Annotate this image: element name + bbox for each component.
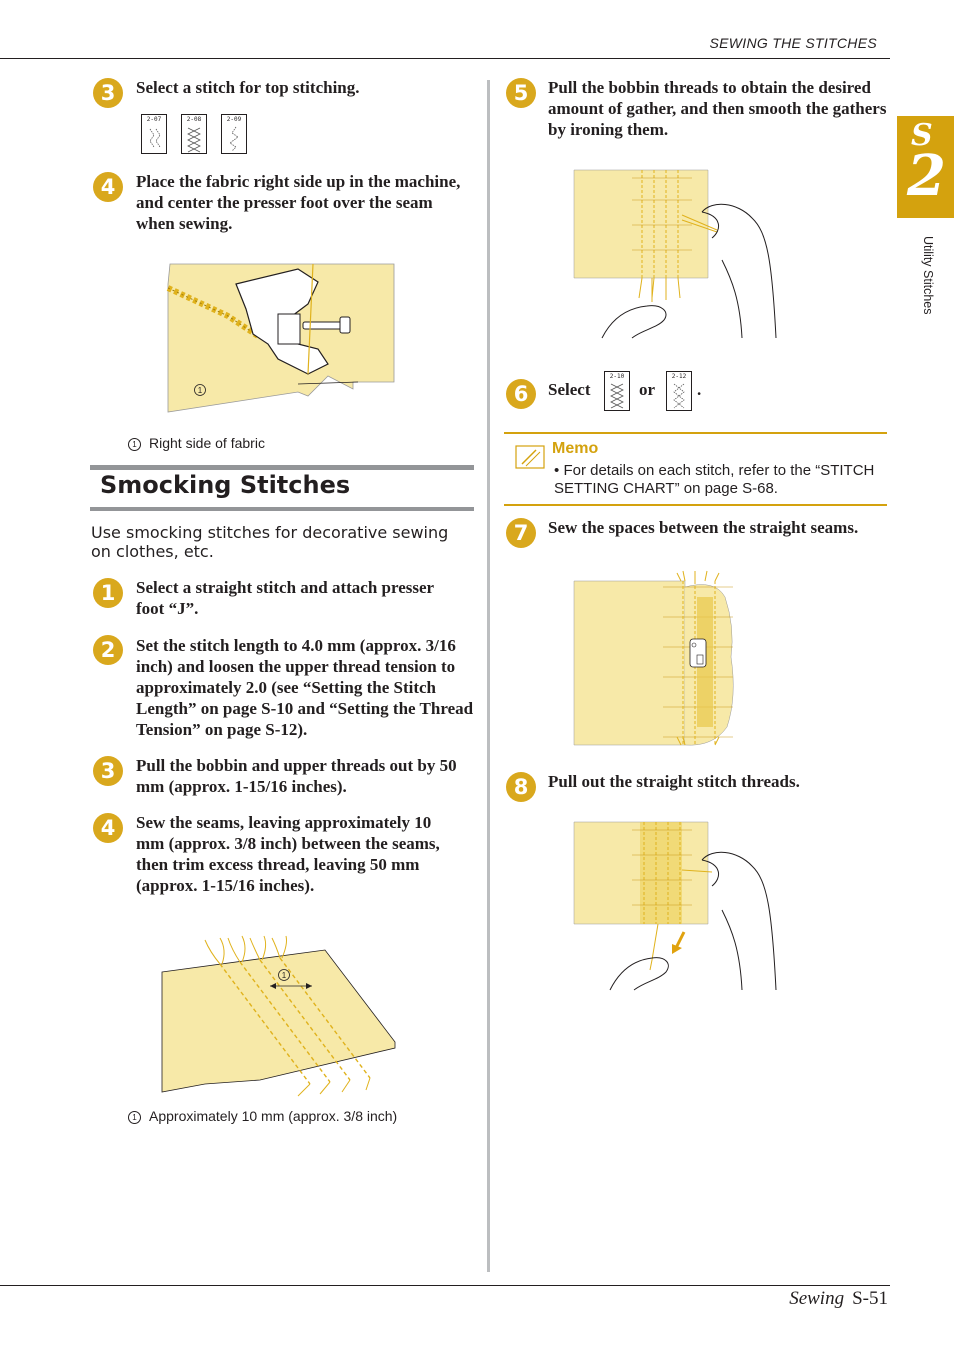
step-text: Place the fabric right side up in the ma… [136,172,461,233]
stitch-icon-2-10: 2-10 [604,371,630,411]
smocking-stitch-icon [610,383,624,409]
stitch-icon-2-09: 2-09 [221,114,247,154]
heading-bar-bottom [90,507,474,511]
figure-callout: 1 [198,386,203,395]
running-header: SEWING THE STITCHES [709,35,877,51]
select-label: Select [548,380,591,399]
step-text: Set the stitch length to 4.0 mm (approx.… [136,636,474,739]
chapter-tab: S 2 [897,116,954,218]
stitch-code: 2-08 [186,116,202,123]
honeycomb-stitch-icon [673,383,685,409]
step-text: Sew the spaces between the straight seam… [548,518,859,537]
column-divider [487,80,490,1272]
memo-icon [515,445,545,469]
section-heading: Smocking Stitches [90,465,474,511]
stitch-code: 2-10 [609,373,625,380]
figure-caption: 1 Approximately 10 mm (approx. 3/8 inch) [128,1108,397,1124]
zigzag-stitch-icon [149,128,161,148]
step-number: 1 [93,578,123,608]
memo-rule-top [504,432,887,434]
step-text: Pull the bobbin and upper threads out by… [136,756,457,796]
stitch-code: 2-07 [146,116,162,123]
or-label: or [639,380,656,399]
step-number: 3 [93,78,123,108]
side-label: Utility Stitches [921,236,935,315]
footer-label: Sewing [789,1288,845,1309]
presser-foot-illustration: 1 [166,263,395,413]
header-rule [0,58,890,59]
footer-rule [0,1285,890,1286]
step-text: Pull the bobbin threads to obtain the de… [548,78,887,139]
seams-illustration: 1 [161,935,396,1097]
step-number: 2 [93,635,123,665]
memo-rule-bottom [504,504,887,506]
stitch-icon-2-12: 2-12 [666,371,692,411]
step-text: Pull out the straight stitch threads. [548,772,800,791]
figure-callout: 1 [282,971,287,980]
callout-marker: 1 [128,438,141,451]
figure-caption: 1 Right side of fabric [128,435,265,451]
chapter-number: 2 [907,143,946,209]
step-number: 4 [93,172,123,202]
step-number: 4 [93,813,123,843]
memo-title: Memo [552,440,599,457]
section-title: Smocking Stitches [100,471,351,499]
page-footer: Sewing S-51 [789,1288,888,1310]
memo-text: For details on each stitch, refer to the… [554,462,875,497]
memo-body: • For details on each stitch, refer to t… [554,462,884,498]
intro-paragraph: Use smocking stitches for decorative sew… [91,523,449,561]
cross-stitch-icon [187,127,201,153]
smocking-sewing-illustration [573,570,734,746]
step-number: 3 [93,756,123,786]
stitch-icon-2-07: 2-07 [141,114,167,154]
pull-threads-illustration [573,821,777,991]
step-number: 7 [506,518,536,548]
memo-box: Memo • For details on each stitch, refer… [504,432,887,506]
stitch-code: 2-09 [226,116,242,123]
step-text: Sew the seams, leaving approximately 10 … [136,813,440,895]
step-text: Select a straight stitch and attach pres… [136,578,434,618]
step-number: 8 [506,772,536,802]
step-number: 5 [506,78,536,108]
caption-text: Right side of fabric [149,435,265,451]
caption-text: Approximately 10 mm (approx. 3/8 inch) [149,1108,398,1124]
feather-stitch-icon [229,126,239,152]
callout-marker: 1 [128,1111,141,1124]
gathering-illustration [573,169,777,339]
step-text: Select a stitch for top stitching. [136,78,360,97]
period: . [697,380,702,399]
stitch-code: 2-12 [671,373,687,380]
page-number: S-51 [852,1288,888,1309]
bullet: • [554,462,560,479]
chapter-letter: S [911,118,933,153]
step-number: 6 [506,379,536,409]
heading-bar-top [90,465,474,470]
stitch-icon-2-08: 2-08 [181,114,207,154]
